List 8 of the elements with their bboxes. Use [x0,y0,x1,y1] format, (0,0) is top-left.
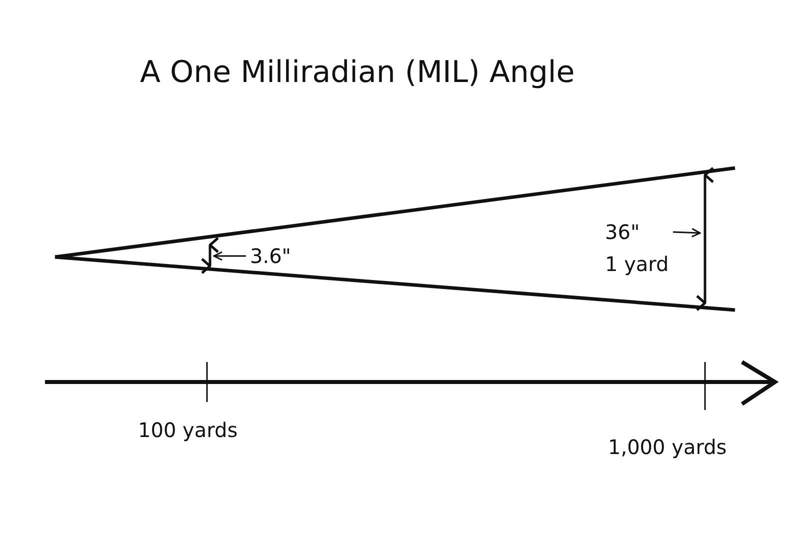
dimension-label: 1 yard [605,252,669,276]
leader-line [213,251,246,261]
axis-label: 100 yards [138,418,238,442]
dimension-label: 3.6" [250,244,292,268]
dimension-label: 36" [605,220,641,244]
axis-label: 1,000 yards [608,435,727,459]
title: A One Milliradian (MIL) Angle [140,55,575,90]
leader-line [672,228,701,238]
